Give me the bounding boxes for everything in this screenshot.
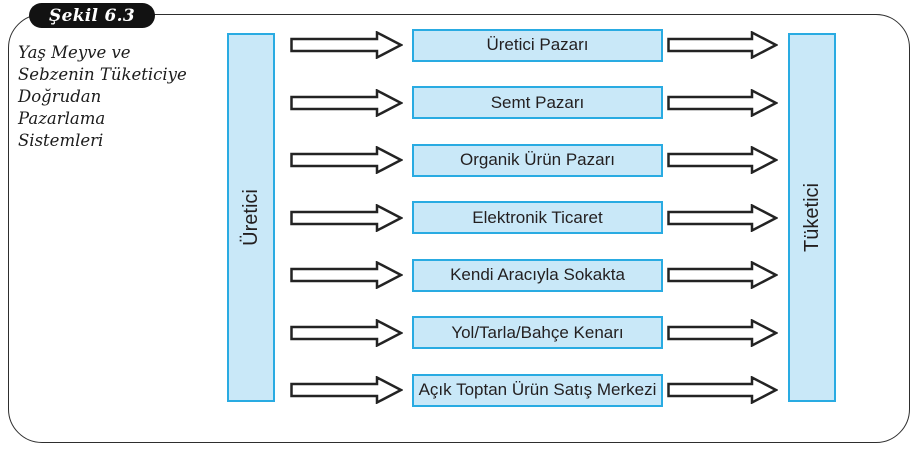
channel-box: Kendi Aracıyla Sokakta	[412, 258, 663, 292]
channel-to-consumer-arrow-icon	[667, 88, 778, 117]
channel-to-consumer-arrow-icon	[667, 203, 778, 232]
channel-row: Semt Pazarı	[290, 86, 782, 119]
channel-row: Üretici Pazarı	[290, 28, 782, 62]
channel-row: Yol/Tarla/Bahçe Kenarı	[290, 316, 782, 349]
consumer-label: Tüketici	[800, 183, 823, 252]
producer-to-channel-arrow-icon	[290, 318, 403, 347]
producer-to-channel-arrow-icon	[290, 146, 403, 174]
channel-box: Organik Ürün Pazarı	[412, 143, 663, 177]
producer-box: Üretici	[227, 33, 275, 402]
channel-to-consumer-arrow-icon	[667, 376, 778, 404]
figure-border	[8, 14, 910, 443]
producer-label: Üretici	[239, 189, 262, 246]
channel-box: Üretici Pazarı	[412, 28, 663, 62]
channel-to-consumer-arrow-icon	[667, 318, 778, 347]
channel-label: Yol/Tarla/Bahçe Kenarı	[451, 322, 624, 342]
channel-row: Elektronik Ticaret	[290, 201, 782, 234]
channel-box: Elektronik Ticaret	[412, 201, 663, 234]
producer-to-channel-arrow-icon	[290, 376, 403, 404]
channel-label: Üretici Pazarı	[486, 35, 589, 54]
channel-label: Elektronik Ticaret	[472, 207, 603, 227]
channel-row: Kendi Aracıyla Sokakta	[290, 258, 782, 292]
channel-label: Organik Ürün Pazarı	[460, 150, 615, 169]
figure-label-pill: Şekil 6.3	[29, 3, 155, 28]
producer-to-channel-arrow-icon	[290, 203, 403, 232]
channel-to-consumer-arrow-icon	[667, 31, 778, 59]
producer-to-channel-arrow-icon	[290, 31, 403, 59]
channel-row: Organik Ürün Pazarı	[290, 143, 782, 177]
channel-box: Açık Toptan Ürün Satış Merkezi	[412, 373, 663, 407]
channel-box: Semt Pazarı	[412, 86, 663, 119]
channel-label: Kendi Aracıyla Sokakta	[450, 265, 625, 284]
producer-to-channel-arrow-icon	[290, 261, 403, 289]
producer-to-channel-arrow-icon	[290, 88, 403, 117]
channel-to-consumer-arrow-icon	[667, 261, 778, 289]
channel-row: Açık Toptan Ürün Satış Merkezi	[290, 373, 782, 407]
consumer-box: Tüketici	[788, 33, 836, 402]
channel-box: Yol/Tarla/Bahçe Kenarı	[412, 316, 663, 349]
channel-to-consumer-arrow-icon	[667, 146, 778, 174]
figure-label: Şekil 6.3	[49, 5, 135, 26]
channel-label: Açık Toptan Ürün Satış Merkezi	[418, 380, 657, 399]
figure-caption: Yaş Meyve ve Sebzenin Tüketiciye Doğruda…	[18, 43, 187, 150]
channel-label: Semt Pazarı	[490, 92, 585, 112]
